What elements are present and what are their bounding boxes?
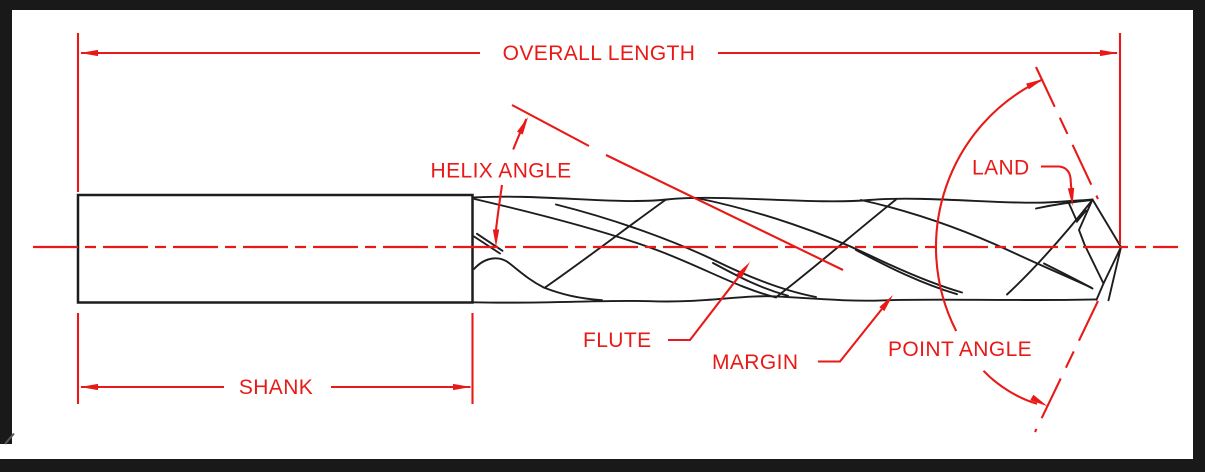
flute-helix-curve: [698, 197, 963, 294]
annotations: OVERALL LENGTH SHANK HELIX ANGLE LAND: [33, 33, 1178, 433]
arrowhead-right: [1100, 49, 1118, 57]
margin-edge-line: [1043, 262, 1094, 290]
flute-helix-curve: [473, 198, 777, 299]
arc-arrowhead-bottom: [1030, 394, 1048, 407]
flute-label: FLUTE: [583, 329, 652, 352]
flute-leader-line: [668, 275, 740, 342]
body-top-edge: [472, 195, 1094, 204]
corner-tick-mark: [4, 432, 15, 445]
frame-right: [1193, 0, 1205, 472]
overall-length-dimension: OVERALL LENGTH: [76, 33, 1122, 244]
flute-start-chamfer: [476, 232, 504, 252]
point-angle-reference-line-lower: [1034, 300, 1099, 433]
tip-bottom-facet: [1107, 246, 1122, 302]
point-angle-annotation: POINT ANGLE: [888, 66, 1099, 433]
tip-facet-line: [1077, 198, 1105, 285]
leader-arrowhead: [1067, 187, 1075, 206]
leader-arrowhead: [879, 295, 893, 312]
helix-angle-annotation: HELIX ANGLE: [431, 104, 844, 271]
overall-length-label: OVERALL LENGTH: [503, 42, 696, 65]
flute-callout: FLUTE: [583, 262, 750, 352]
drill-geometry: [76, 193, 1122, 304]
shank-label: SHANK: [239, 376, 313, 399]
shank-dimension: SHANK: [76, 313, 474, 404]
helix-reference-line: [511, 104, 590, 147]
flute-helix-curve: [860, 199, 1092, 289]
margin-edge-line: [855, 249, 958, 296]
margin-leader-line: [818, 308, 883, 363]
arc-arrowhead-bottom: [492, 229, 500, 247]
frame-bottom: [0, 459, 1205, 472]
helix-angle-label: HELIX ANGLE: [431, 160, 572, 183]
frame-left: [0, 0, 12, 444]
land-callout: LAND: [972, 157, 1075, 206]
land-label: LAND: [972, 157, 1030, 180]
point-angle-arc: [935, 78, 1044, 332]
tip-top-bevel: [1091, 198, 1122, 248]
arrowhead-left: [80, 383, 98, 391]
shank-outline: [76, 193, 474, 304]
land-edge-line: [1035, 199, 1093, 210]
flute-flank-curve: [1006, 199, 1093, 296]
helix-reference-line: [605, 154, 844, 271]
point-angle-arc: [982, 370, 1038, 405]
arrowhead-left: [80, 49, 98, 57]
arrowhead-right: [453, 383, 471, 391]
helix-angle-arc: [494, 184, 504, 231]
margin-callout: MARGIN: [712, 295, 893, 374]
point-angle-label: POINT ANGLE: [888, 338, 1032, 361]
flute-start-chamfer: [473, 235, 501, 255]
frame-top: [0, 0, 1205, 10]
arc-arrowhead-top: [517, 117, 528, 135]
margin-label: MARGIN: [712, 351, 798, 374]
tip-bottom-bevel: [1095, 246, 1122, 301]
flute-flank-curve: [544, 198, 667, 289]
arc-arrowhead-top: [1026, 78, 1044, 90]
point-angle-reference-line-upper: [1035, 66, 1099, 200]
margin-edge-line: [712, 262, 789, 297]
flute-runout-curl: [473, 257, 603, 302]
body-bottom-edge: [472, 295, 1098, 304]
land-notch: [1068, 202, 1087, 224]
land-leader-line: [1041, 165, 1074, 200]
flute-helix-curve: [555, 203, 817, 298]
leader-arrowhead: [736, 262, 750, 279]
